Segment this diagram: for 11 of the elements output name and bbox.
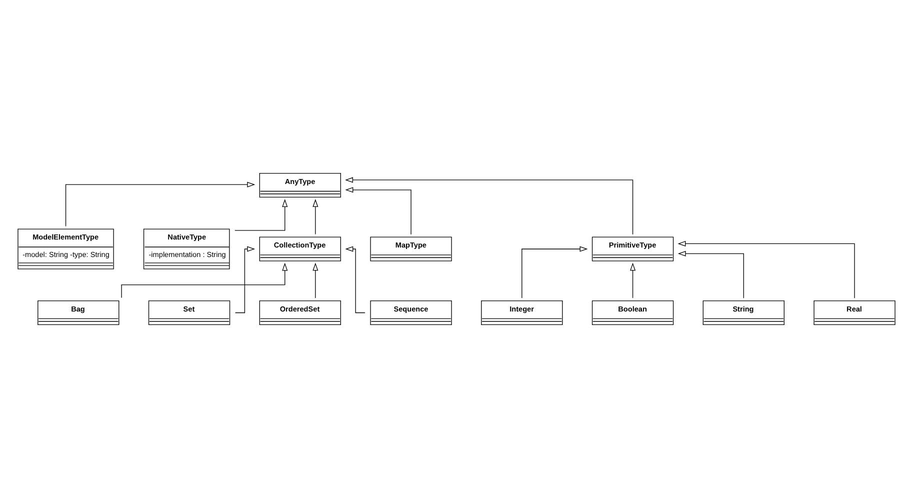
arrow [312, 262, 318, 298]
arrow [344, 177, 633, 235]
arrow [629, 262, 636, 298]
arrow [64, 182, 255, 227]
arrow [344, 187, 411, 235]
arrow [312, 198, 318, 235]
arrow [677, 240, 854, 298]
arrow [120, 262, 288, 298]
arrow [234, 199, 288, 231]
arrow [677, 250, 744, 298]
arrow [521, 246, 588, 298]
